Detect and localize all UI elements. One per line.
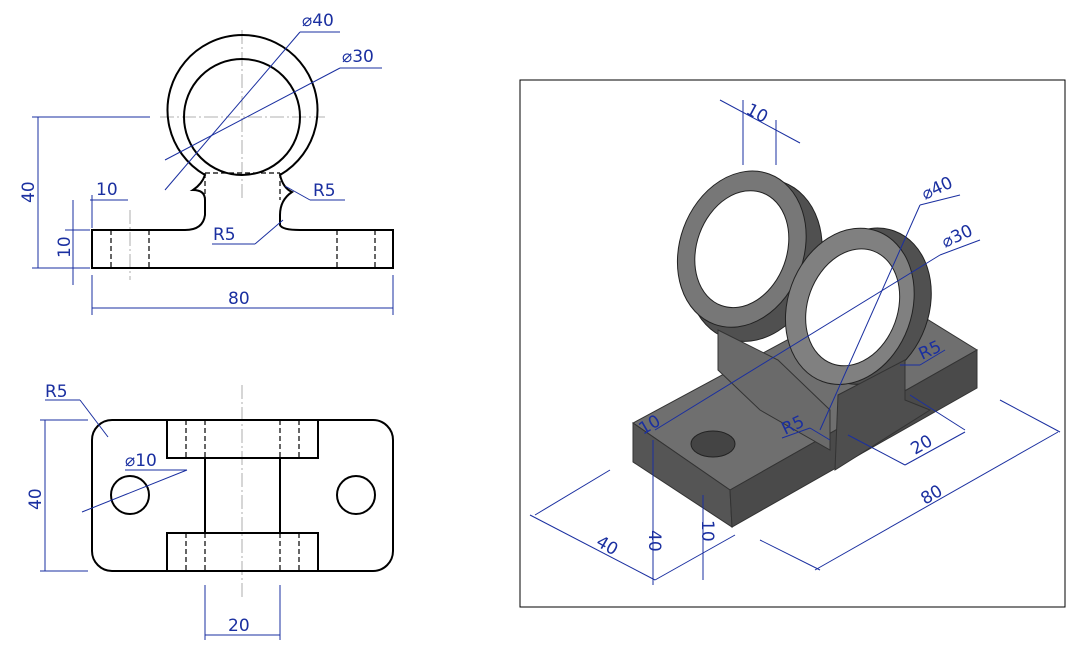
- top-view: R5 ⌀10 40 20: [26, 382, 394, 640]
- iso-ring10-label: 10: [743, 100, 771, 128]
- bore-circle: [183, 58, 301, 176]
- isometric-view: 10 ⌀40 ⌀30 R5 R5 10 20 80 40 40 10: [519, 79, 1066, 608]
- top-outline: [91, 419, 394, 572]
- front-r5-bottom-label: R5: [213, 225, 236, 245]
- iso-frame: [519, 79, 1066, 608]
- hole-left: [110, 475, 150, 515]
- top-dia10-label: ⌀10: [125, 451, 157, 471]
- front-dia30-label: ⌀30: [342, 47, 374, 67]
- top-width20-label: 20: [228, 616, 250, 636]
- front-height40-label: 40: [19, 181, 39, 203]
- iso-base-thickness-label: 10: [697, 520, 717, 542]
- front-view: ⌀40 ⌀30 R5 R5 10 10 40 80: [19, 11, 394, 315]
- iso-height40-label: 40: [644, 530, 664, 552]
- front-width80-label: 80: [228, 289, 250, 309]
- front-dia40-label: ⌀40: [302, 11, 334, 31]
- iso-dia30-label: ⌀30: [939, 221, 976, 253]
- iso-length80-label: 80: [918, 481, 947, 509]
- top-depth40-label: 40: [26, 488, 46, 510]
- top-r5-label: R5: [45, 382, 68, 402]
- front-height10-label: 10: [55, 236, 75, 258]
- front-outline: [91, 34, 394, 269]
- front-r5-right-label: R5: [313, 181, 336, 201]
- iso-web20-label: 20: [908, 431, 937, 459]
- iso-width40-label: 40: [593, 532, 622, 560]
- hole-right: [336, 475, 376, 515]
- iso-dia40-label: ⌀40: [919, 173, 956, 205]
- front-width10-label: 10: [96, 180, 118, 200]
